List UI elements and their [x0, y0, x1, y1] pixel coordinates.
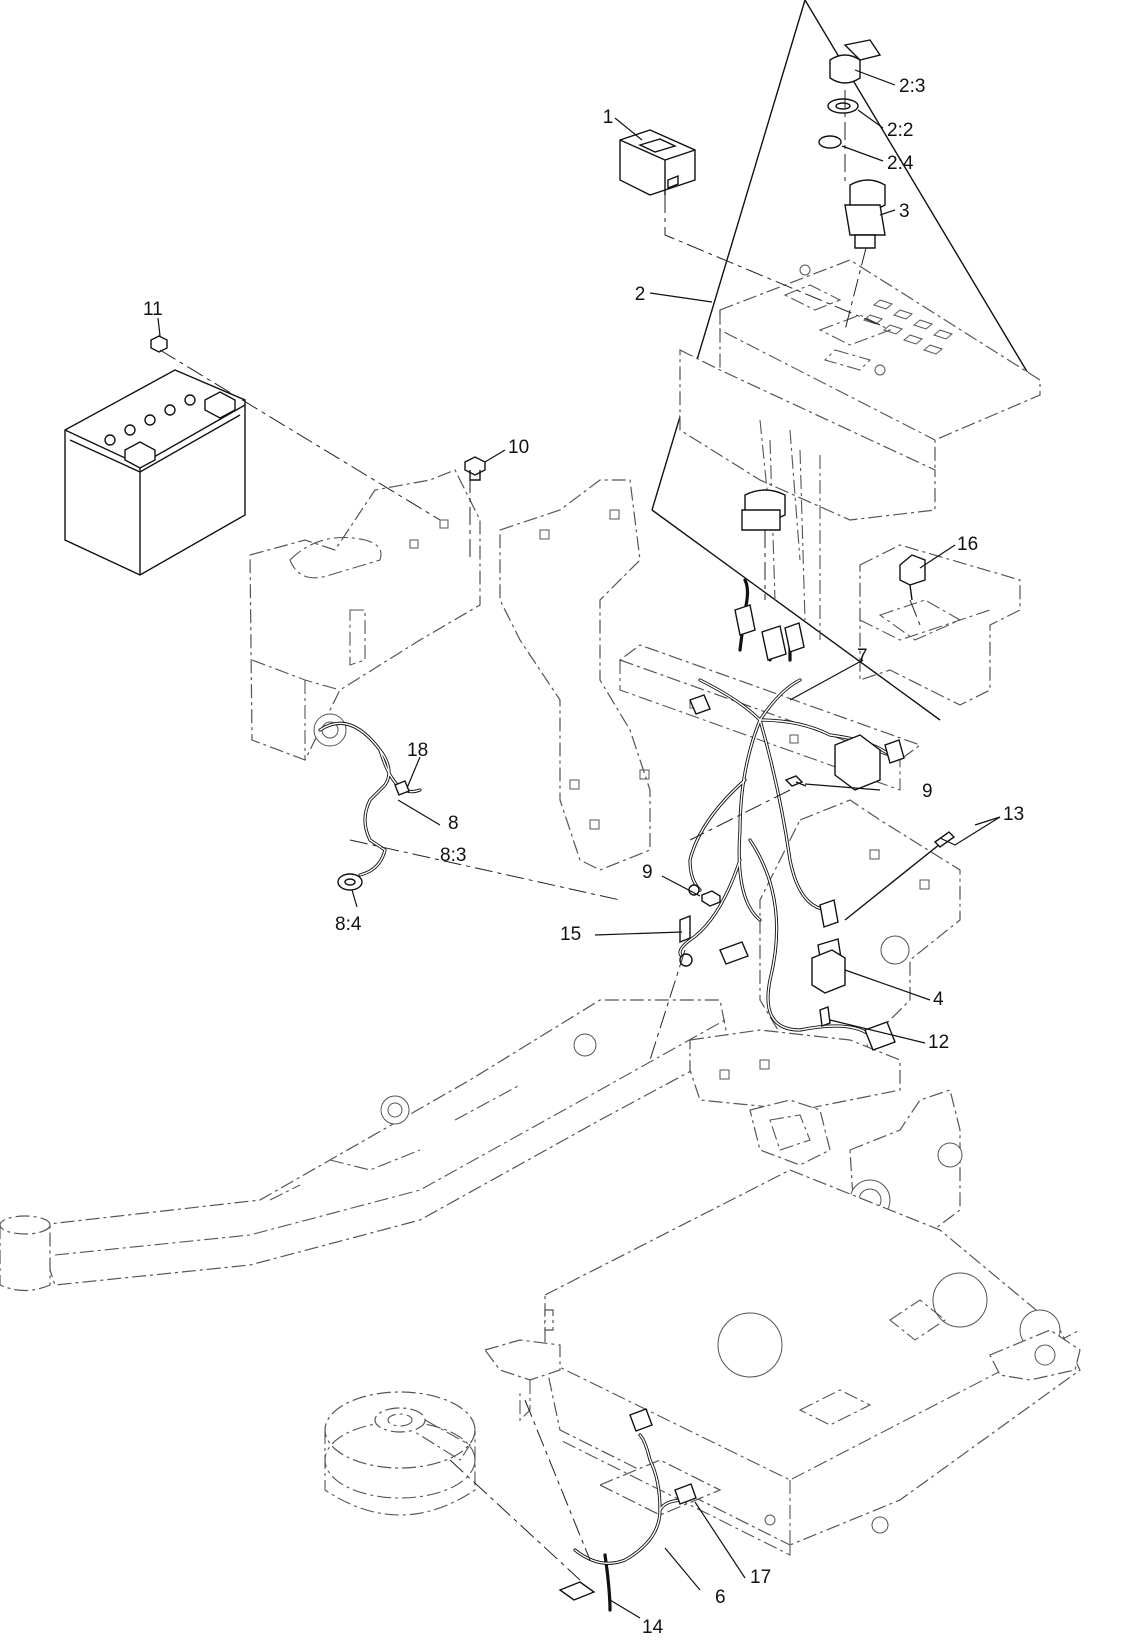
callout-12: 12	[928, 1032, 949, 1053]
callout-8: 8	[448, 813, 459, 834]
pto-clutch	[324, 1391, 476, 1516]
bolt-9-upper	[784, 775, 807, 787]
bolt-15	[679, 914, 691, 944]
center-frame-plate	[499, 479, 651, 871]
frame-pipe	[0, 1215, 51, 1292]
callout-16: 16	[957, 534, 978, 555]
bolt-9-lower	[701, 890, 721, 907]
fuse-12	[819, 1006, 831, 1027]
callout-1: 1	[603, 107, 614, 128]
callout-15: 15	[560, 924, 581, 945]
washer-2-2	[827, 98, 859, 114]
panel-decal-icons	[862, 299, 954, 355]
callout-7: 7	[857, 646, 868, 667]
callout-2-4: 2:4	[887, 153, 914, 174]
seat-switch-bracket	[859, 544, 1021, 706]
right-support	[689, 799, 961, 1111]
o-ring-2-4	[818, 135, 842, 149]
callout-10: 10	[508, 437, 529, 458]
callout-9-lower: 9	[642, 862, 653, 883]
bolt-10	[464, 456, 486, 481]
callout-18: 18	[407, 740, 428, 761]
ignition-key	[829, 39, 882, 84]
frame-rail	[39, 999, 731, 1286]
callout-11: 11	[143, 299, 163, 320]
hour-meter	[619, 129, 696, 196]
clutch-bracket	[483, 1309, 561, 1422]
wire-harness	[678, 578, 905, 1051]
callout-6: 6	[715, 1587, 726, 1608]
seat-switch	[899, 554, 926, 601]
callout-3: 3	[899, 201, 910, 222]
callout-2-2: 2:2	[887, 120, 913, 141]
nut-11	[150, 335, 168, 353]
callout-labels: 1 2 2:3 2:2 2:4 3 11 10 16 7 9 13 18 8 8…	[143, 76, 1024, 1638]
battery-bracket	[249, 469, 481, 761]
assembly-lines	[159, 90, 921, 1581]
ignition-switch	[844, 179, 886, 249]
callout-2: 2	[635, 284, 646, 305]
callout-14: 14	[642, 1617, 664, 1638]
callout-9-upper: 9	[922, 781, 933, 802]
panel-switch	[741, 489, 786, 531]
callout-2-3: 2:3	[899, 76, 925, 97]
leader-lines	[157, 69, 1001, 1619]
callout-17: 17	[750, 1567, 771, 1588]
control-panel	[651, 0, 1041, 721]
callout-8-3: 8:3	[440, 845, 466, 866]
battery-cable	[318, 721, 422, 891]
callout-13: 13	[1003, 804, 1024, 825]
battery	[64, 369, 246, 576]
relay-4	[811, 949, 846, 994]
callout-4: 4	[933, 989, 944, 1010]
pto-harness	[558, 1408, 697, 1612]
callout-8-4: 8:4	[335, 914, 362, 935]
base-deck	[544, 1169, 1081, 1556]
